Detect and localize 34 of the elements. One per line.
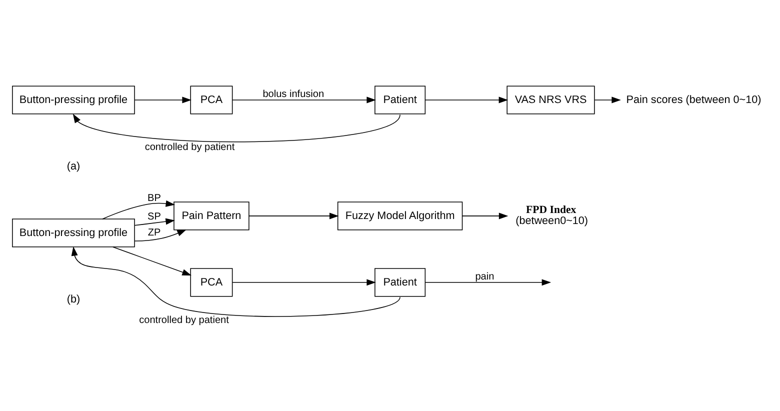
arrow [72, 113, 400, 142]
node-box: Patient [374, 268, 426, 296]
arrow [102, 200, 176, 219]
node-box: Fuzzy Model Algorithm [337, 201, 463, 230]
arrow [134, 96, 192, 103]
label: (b) [66, 292, 80, 305]
edge-label: controlled by patient [144, 141, 235, 152]
arrow [248, 212, 339, 219]
node-text: Pain scores (between 0~10) [626, 93, 762, 106]
node-box: VAS NRS VRS [506, 85, 595, 114]
arrow [112, 246, 192, 275]
node-box: Button-pressing profile [12, 85, 135, 114]
node-box: Pain Pattern [174, 201, 250, 230]
edge-label: pain [475, 271, 494, 282]
arrow [425, 278, 552, 286]
arrow [594, 96, 621, 103]
arrow [462, 212, 508, 219]
arrow [425, 96, 508, 103]
arrow [71, 246, 400, 316]
node-box: PCA [190, 268, 233, 296]
arrow [232, 96, 376, 103]
edge-label: BP [148, 192, 161, 204]
node-box: Button-pressing profile [12, 218, 135, 247]
edge-label: controlled by patient [139, 314, 229, 326]
arrow [134, 229, 186, 241]
edge-label: ZP [148, 227, 161, 238]
arrow [232, 278, 376, 286]
edge-label: bolus infusion [262, 88, 324, 100]
edge-label: SP [148, 210, 161, 222]
arrow [134, 218, 175, 226]
node-box: PCA [190, 85, 233, 114]
node-text: FPD Index (between0~10) [516, 204, 588, 226]
node-box: Patient [374, 85, 426, 114]
label: (a) [66, 160, 80, 172]
